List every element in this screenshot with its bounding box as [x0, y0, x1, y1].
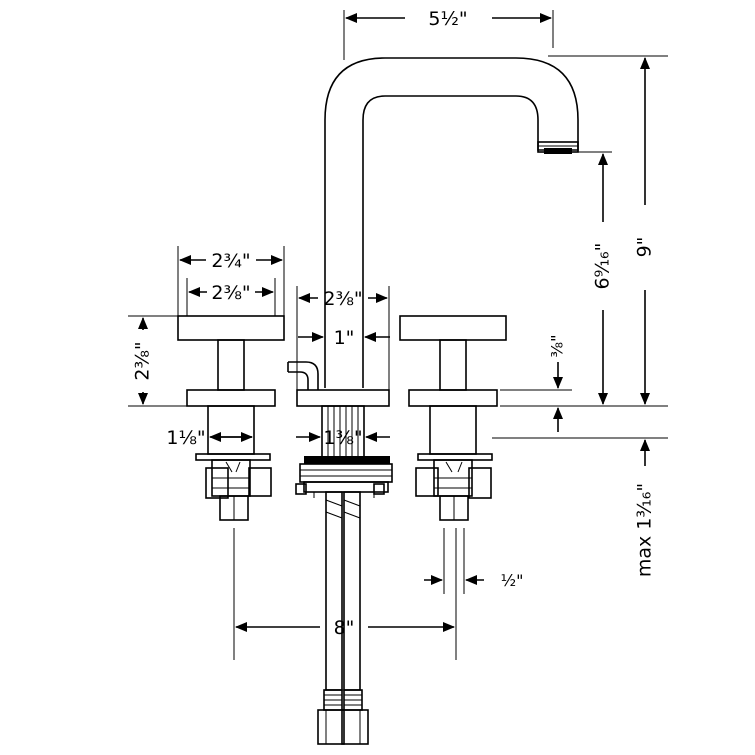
- dimension-labels: 5½" 2¾" 2⅜" 2⅜" 1" 2⅜" 1⅛" 1⅜" 8" ½" ⅜" …: [132, 8, 656, 639]
- label-spout-height: 6⁹⁄₁₆": [592, 243, 614, 290]
- label-max-deck: max 1³⁄₁₆": [634, 483, 656, 577]
- label-center-spread: 8": [334, 617, 355, 639]
- label-spout-shank: 1⅜": [323, 427, 362, 449]
- label-deck-gap: ⅜": [548, 335, 567, 358]
- label-handle-shank: 1⅛": [166, 427, 205, 449]
- right-handle: [399, 315, 507, 521]
- label-handle-outer: 2¾": [211, 250, 250, 272]
- label-spout-reach: 5½": [428, 8, 467, 30]
- spout: [324, 57, 579, 388]
- label-handle-height: 2⅜": [132, 341, 154, 380]
- label-spout-base: 2⅜": [323, 288, 362, 310]
- label-handle-inner: 2⅜": [211, 282, 250, 304]
- label-connection-width: ½": [501, 571, 524, 590]
- left-handle: [177, 315, 285, 521]
- label-total-height: 9": [634, 237, 656, 258]
- label-pop-up-offset: 1": [334, 327, 355, 349]
- dimension-lines: [128, 10, 668, 660]
- spout-base: [287, 361, 393, 745]
